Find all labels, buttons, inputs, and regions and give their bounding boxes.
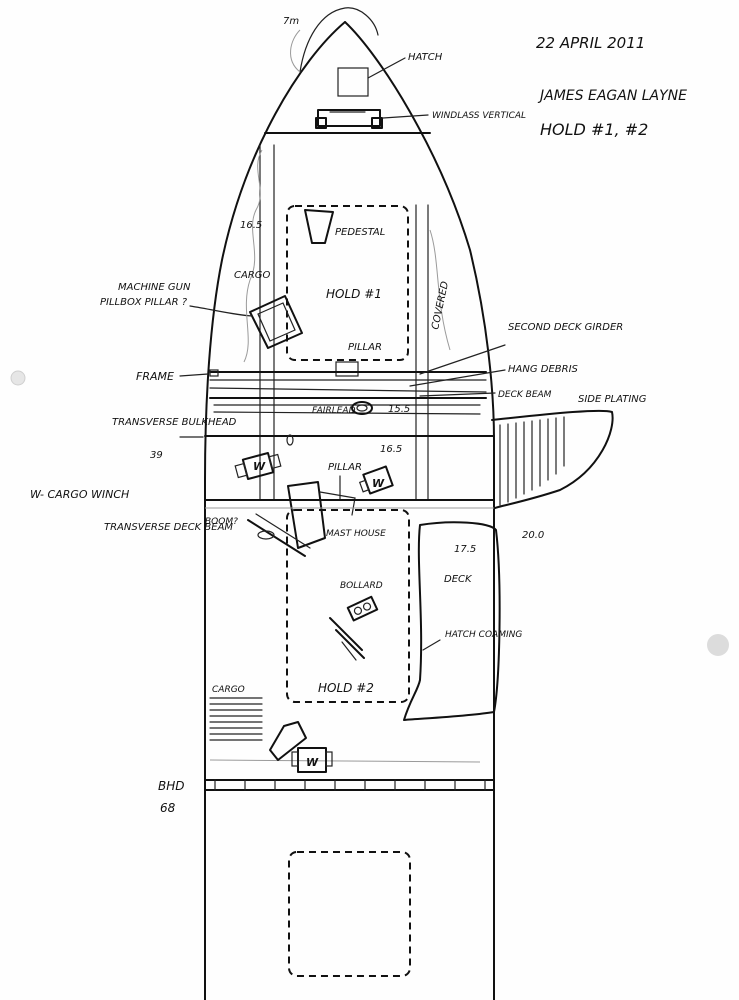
- label-covered: COVERED: [430, 280, 451, 330]
- bollard: [346, 595, 379, 622]
- label-hold-1: HOLD #1: [326, 287, 382, 301]
- label-deck-beam: DECK BEAM: [498, 390, 552, 400]
- hang-leader: [409, 369, 506, 387]
- windlass: [315, 109, 429, 129]
- debris-line-right: [429, 229, 451, 351]
- girder-leader: [419, 344, 506, 375]
- label-cargo-lower: CARGO: [212, 685, 245, 695]
- label-pillbox-pillar: PILLBOX PILLAR ?: [100, 297, 188, 308]
- aft-mast-piece: [269, 721, 307, 761]
- label-winch-w-3: W: [306, 756, 319, 769]
- winch-forward-stbd: [358, 465, 394, 495]
- frame-leader: [179, 373, 209, 377]
- label-depth-20-0: 20.0: [522, 530, 544, 541]
- label-pillar-1: PILLAR: [348, 342, 382, 353]
- bulkhead-68: [204, 779, 495, 791]
- label-transverse-bulkhead: TRANSVERSE BULKHEAD: [112, 417, 237, 428]
- label-depth-16-5-upper: 16.5: [240, 220, 262, 231]
- label-bhd-68: 68: [160, 801, 176, 815]
- deck-beam-bands: [209, 369, 487, 415]
- cargo-lower-block: [209, 697, 263, 741]
- label-pillar-2: PILLAR: [328, 462, 362, 473]
- deck-girders: [259, 144, 429, 501]
- label-depth-15-5: 15.5: [388, 404, 410, 415]
- label-frame: FRAME: [136, 370, 174, 383]
- sheet-subject: HOLD #1, #2: [540, 120, 648, 139]
- label-bulkhead-39: 39: [150, 450, 163, 461]
- label-hatch-coaming: HATCH COAMING: [445, 630, 522, 640]
- label-hatch: HATCH: [408, 52, 443, 63]
- hatch-leader: [367, 57, 406, 79]
- label-mast-house: MAST HOUSE: [326, 529, 386, 539]
- label-bollard: BOLLARD: [340, 581, 383, 591]
- pillbox-leader: [189, 305, 253, 317]
- label-windlass: WINDLASS VERTICAL: [432, 111, 526, 121]
- winch-forward-port: [234, 451, 282, 481]
- label-winch-w-1: W: [253, 460, 266, 473]
- sheet-date: 22 APRIL 2011: [536, 34, 645, 52]
- label-w-cargo-winch: W- CARGO WINCH: [30, 488, 129, 501]
- label-machine-gun: MACHINE GUN: [118, 282, 191, 293]
- vessel-name: JAMES EAGAN LAYNE: [537, 88, 687, 104]
- debris-pipes: [329, 617, 365, 661]
- fairlead: [351, 401, 373, 415]
- pillbox-pillar: [249, 295, 303, 349]
- label-depth-17-5: 17.5: [454, 544, 476, 555]
- hatch-square: [337, 67, 369, 97]
- label-fairlead: FAIRLEAD: [312, 406, 356, 416]
- label-boom: BOOM?: [205, 517, 238, 527]
- label-fm: 7m: [283, 16, 299, 27]
- punch-hole-right: [707, 634, 729, 656]
- hold-1-outline: [286, 205, 409, 361]
- label-hang-debris: HANG DEBRIS: [508, 364, 579, 375]
- faint-line-lower: [209, 759, 481, 763]
- label-winch-w-2: W: [372, 477, 385, 490]
- side-plating: [491, 409, 614, 509]
- boom: [247, 513, 311, 557]
- pillar-1: [335, 361, 359, 377]
- label-deck: DECK: [444, 574, 473, 585]
- coaming-leader: [422, 639, 441, 651]
- mast-house: [287, 481, 356, 549]
- debris-line-left: [243, 149, 263, 363]
- label-cargo-upper: CARGO: [234, 270, 271, 281]
- beam-leader: [419, 392, 496, 397]
- label-pedestal: PEDESTAL: [335, 227, 385, 238]
- label-transverse-deck-beam: TRANSVERSE DECK BEAM: [104, 522, 233, 533]
- pedestal: [304, 209, 334, 244]
- winch-aft: [291, 747, 333, 773]
- label-bhd: BHD: [158, 779, 185, 793]
- label-hold-2: HOLD #2: [318, 681, 374, 695]
- hold-3-outline: [288, 851, 411, 977]
- label-depth-16-5-mid: 16.5: [380, 444, 402, 455]
- hatch-coaming-patch: [403, 521, 501, 721]
- punch-hole-left-top: [10, 370, 26, 386]
- label-second-deck-girder: SECOND DECK GIRDER: [508, 322, 623, 333]
- label-side-plating: SIDE PLATING: [578, 394, 647, 405]
- hold-2-outline: [286, 509, 410, 703]
